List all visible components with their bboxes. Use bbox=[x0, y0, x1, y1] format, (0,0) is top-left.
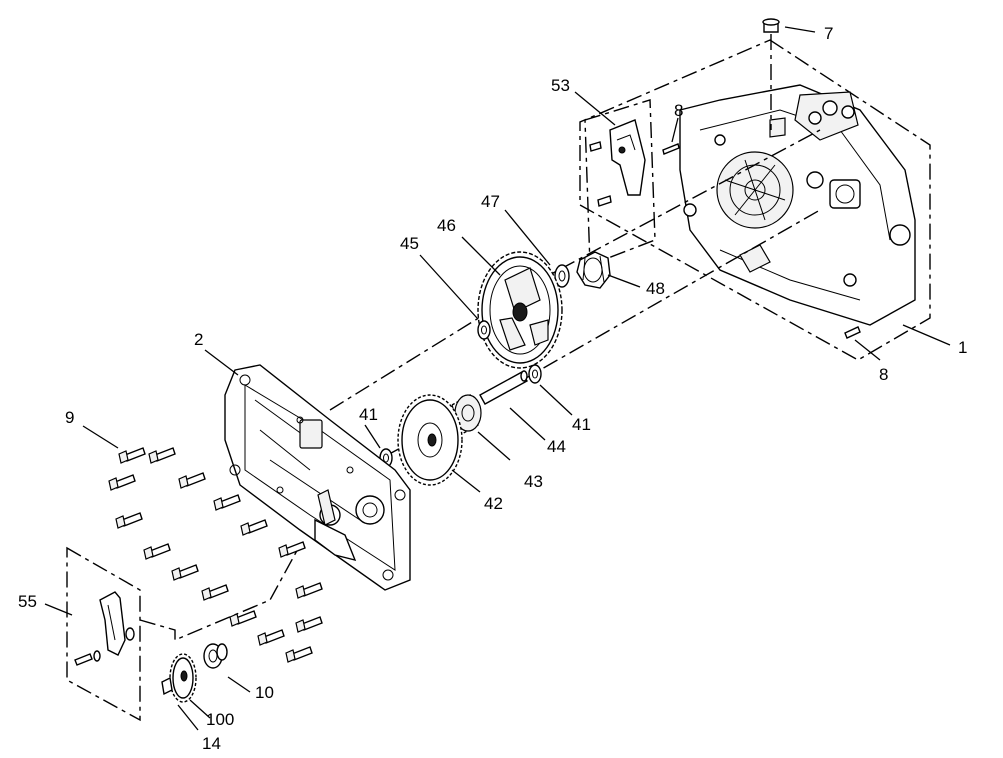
seal-part bbox=[203, 643, 228, 669]
clip-part bbox=[161, 676, 173, 696]
bolts-part bbox=[108, 447, 323, 663]
callout-10: 10 bbox=[255, 683, 274, 702]
housing-part bbox=[679, 84, 916, 326]
vent-cap-part bbox=[762, 18, 780, 130]
callout-9: 9 bbox=[65, 408, 74, 427]
callout-55: 55 bbox=[18, 592, 37, 611]
sprocket-part bbox=[169, 653, 197, 703]
pin-part-upper bbox=[662, 143, 680, 155]
cover-bracket-part bbox=[589, 119, 646, 207]
part53-group-box bbox=[584, 99, 656, 267]
coupler-part bbox=[576, 251, 611, 289]
callout-100: 100 bbox=[206, 710, 234, 729]
callout-41-left: 41 bbox=[359, 405, 378, 424]
large-gear-part bbox=[477, 251, 563, 369]
callout-8-lower: 8 bbox=[879, 365, 888, 384]
lever-part bbox=[74, 591, 135, 666]
callout-7: 7 bbox=[824, 24, 833, 43]
washer-part-41-right bbox=[528, 364, 542, 384]
callout-labels: 7 53 8 47 46 45 48 1 8 2 41 41 44 9 43 4… bbox=[18, 24, 967, 753]
callout-1: 1 bbox=[958, 338, 967, 357]
callout-46: 46 bbox=[437, 216, 456, 235]
shaft-part bbox=[479, 370, 528, 405]
leader-lines bbox=[44, 26, 951, 731]
washer-part-47 bbox=[554, 264, 570, 288]
pin-part-lower bbox=[844, 326, 861, 339]
callout-8-upper: 8 bbox=[674, 101, 683, 120]
callout-47: 47 bbox=[481, 192, 500, 211]
cover-plate-part bbox=[224, 364, 411, 591]
callout-44: 44 bbox=[547, 437, 566, 456]
callout-48: 48 bbox=[646, 279, 665, 298]
callout-2: 2 bbox=[194, 330, 203, 349]
part55-connector-line bbox=[139, 544, 301, 642]
washer-part-45 bbox=[477, 320, 491, 340]
medium-gear-part bbox=[397, 394, 463, 486]
callout-14: 14 bbox=[202, 734, 221, 753]
callout-41-right: 41 bbox=[572, 415, 591, 434]
callout-42: 42 bbox=[484, 494, 503, 513]
part55-group-box bbox=[66, 546, 141, 722]
callout-45: 45 bbox=[400, 234, 419, 253]
callout-43: 43 bbox=[524, 472, 543, 491]
housing-group-box bbox=[579, 39, 931, 361]
callout-53: 53 bbox=[551, 76, 570, 95]
